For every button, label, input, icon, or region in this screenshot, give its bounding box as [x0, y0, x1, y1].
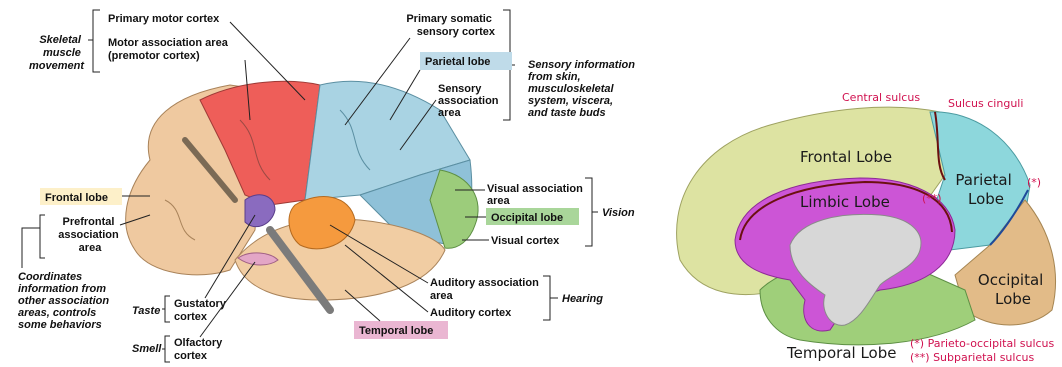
legend-subparietal: (**) Subparietal sulcus	[910, 351, 1034, 364]
frontal-lobe-label: Frontal lobe	[45, 192, 108, 204]
primary-motor-cortex-label: Primary motor cortex	[108, 13, 220, 25]
visual-association-label: Visual association area	[487, 183, 586, 207]
sensory-association-label: Sensory association area	[438, 83, 502, 119]
motor-association-area-label: Motor association area (premotor cortex)	[108, 37, 231, 62]
coordinates-information-label: Coordinates information from other assoc…	[18, 271, 112, 331]
medial-temporal-lobe-label: Temporal Lobe	[786, 344, 896, 362]
prefrontal-association-label: Prefrontal association area	[58, 216, 122, 254]
gustatory-cortex-label: Gustatory cortex	[174, 298, 229, 323]
parietal-lobe-label: Parietal lobe	[425, 56, 490, 68]
auditory-association-label: Auditory association area	[430, 277, 542, 302]
taste-label: Taste	[132, 305, 160, 317]
medial-limbic-lobe-label: Limbic Lobe	[800, 193, 890, 211]
smell-label: Smell	[132, 343, 162, 355]
vision-label: Vision	[602, 207, 635, 219]
subparietal-marker: (**)	[922, 192, 942, 205]
olfactory-cortex-label: Olfactory cortex	[174, 337, 225, 362]
primary-somatic-sensory-label: Primary somatic sensory cortex	[406, 13, 496, 38]
medial-frontal-lobe-label: Frontal Lobe	[800, 148, 892, 166]
skeletal-movement-label: Skeletal muscle movement	[29, 34, 85, 72]
temporal-lobe-label: Temporal lobe	[359, 325, 433, 337]
central-sulcus-label: Central sulcus	[842, 91, 920, 104]
sensory-information-label: Sensory information from skin, musculosk…	[528, 59, 638, 119]
hearing-label: Hearing	[562, 293, 603, 305]
auditory-cortex-label: Auditory cortex	[430, 307, 512, 319]
parieto-occipital-marker: (*)	[1027, 176, 1041, 189]
sulcus-cinguli-label: Sulcus cinguli	[948, 97, 1023, 110]
medial-brain-illustration	[677, 107, 1056, 345]
gustatory-cortex-region	[245, 195, 275, 227]
visual-cortex-label: Visual cortex	[491, 235, 560, 247]
occipital-lobe-label: Occipital lobe	[491, 212, 563, 224]
legend-parieto-occipital: (*) Parieto-occipital sulcus	[910, 337, 1055, 350]
